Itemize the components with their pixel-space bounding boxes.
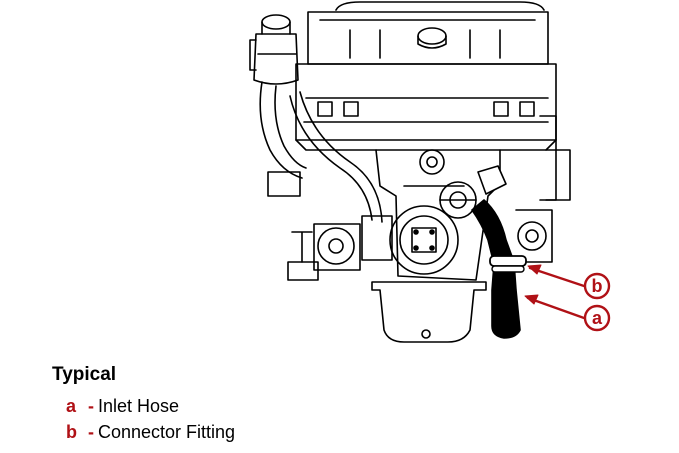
water-pump bbox=[439, 181, 477, 219]
cylinder-head bbox=[295, 63, 557, 151]
coolant-reservoir bbox=[249, 14, 299, 85]
engine-diagram: b a bbox=[249, 1, 611, 343]
legend-label: Connector Fitting bbox=[98, 422, 236, 442]
legend-item-a: a-Inlet Hose bbox=[66, 396, 179, 417]
callout-b: b bbox=[527, 264, 611, 300]
legend-dash: - bbox=[88, 422, 94, 442]
crank-pulley bbox=[389, 205, 459, 275]
connector-fitting bbox=[489, 255, 527, 273]
legend-dash: - bbox=[88, 396, 94, 416]
legend-item-b: b-Connector Fitting bbox=[66, 422, 235, 443]
right-accessory bbox=[515, 115, 571, 263]
legend-letter: b bbox=[66, 422, 77, 442]
left-accessory bbox=[287, 223, 361, 281]
caption-title: Typical bbox=[52, 364, 117, 385]
oil-pan bbox=[371, 281, 487, 343]
callout-a: a bbox=[524, 294, 611, 332]
callout-a-letter: a bbox=[592, 308, 603, 328]
callout-b-letter: b bbox=[592, 276, 603, 296]
legend-label: Inlet Hose bbox=[98, 396, 180, 416]
left-pipe bbox=[259, 81, 393, 261]
valve-cover bbox=[307, 1, 549, 65]
legend-letter: a bbox=[66, 396, 77, 416]
